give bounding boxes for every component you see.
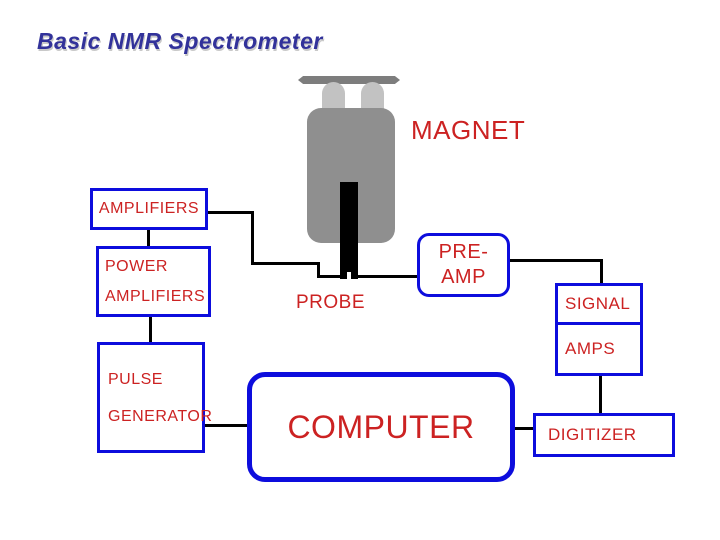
amplifiers-label: AMPLIFIERS [98,200,200,217]
power-amplifiers-line1: POWER [105,257,168,275]
connector-to-probe-v [317,262,320,278]
probe-foot-right-shape [351,272,358,279]
connector-power-to-pulse-v [149,317,152,342]
connector-computer-to-digitizer-h [515,427,533,430]
connector-preamp-to-signal-v [600,259,603,283]
pulse-generator-line1: PULSE [108,370,163,388]
box-amplifiers: AMPLIFIERS [90,188,208,230]
preamp-line1: PRE- [438,241,489,263]
box-power-amplifiers: POWER AMPLIFIERS [96,246,211,317]
box-amps: AMPS [555,322,643,376]
box-computer: COMPUTER [247,372,515,482]
probe-label: PROBE [296,292,366,313]
connector-preamp-to-signal-h [510,259,603,262]
computer-label: COMPUTER [287,408,475,445]
magnet-topbar-shape [298,76,400,84]
preamp-line2: AMP [441,266,486,288]
magnet-label: MAGNET [411,115,526,145]
box-signal: SIGNAL [555,283,643,325]
slide-title: Basic NMR Spectrometer [37,28,323,54]
connector-probe-to-preamp-h [356,275,417,278]
amps-label: AMPS [565,339,616,358]
box-preamp: PRE- AMP [417,233,510,297]
signal-label: SIGNAL [565,294,631,313]
box-digitizer: DIGITIZER [533,413,675,457]
connector-to-probe-h1 [251,262,320,265]
digitizer-label: DIGITIZER [548,425,637,444]
probe-rod-shape [340,182,358,272]
connector-to-probe-h2 [317,275,343,278]
box-pulse-generator: PULSE GENERATOR [97,342,213,453]
power-amplifiers-line2: AMPLIFIERS [105,287,206,305]
probe-foot-left-shape [340,272,347,279]
connector-amplifiers-down-v [251,211,254,265]
connector-amplifiers-to-power-v [147,230,150,246]
connector-amplifiers-right-h [208,211,254,214]
connector-pulse-to-computer-h [205,424,247,427]
connector-amps-to-digitizer-v [599,376,602,413]
pulse-generator-line2: GENERATOR [108,407,213,425]
